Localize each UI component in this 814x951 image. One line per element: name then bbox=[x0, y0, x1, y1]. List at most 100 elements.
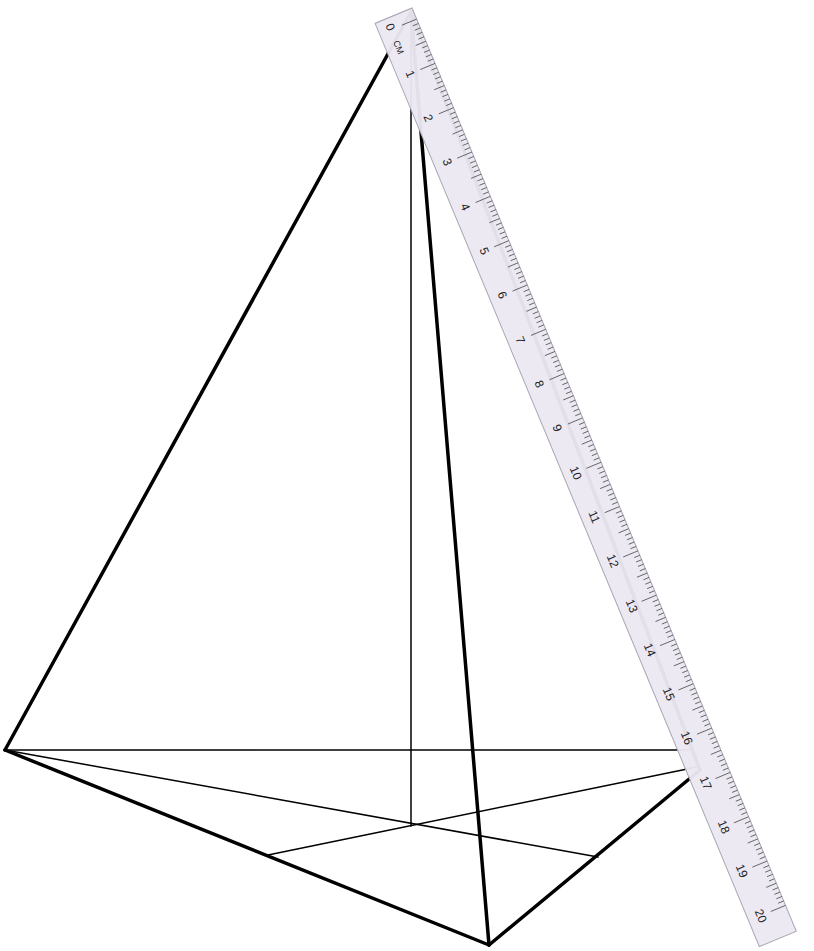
tick-mark bbox=[612, 502, 618, 504]
tick-mark bbox=[579, 422, 585, 424]
tick-mark bbox=[581, 427, 587, 429]
tick-mark bbox=[524, 289, 530, 291]
tick-mark bbox=[548, 347, 554, 349]
tick-mark bbox=[704, 724, 710, 726]
tick-mark bbox=[750, 834, 756, 836]
tick-mark bbox=[619, 529, 629, 533]
tick-mark bbox=[471, 174, 481, 178]
tick-mark bbox=[537, 320, 543, 322]
tick-mark bbox=[754, 843, 760, 845]
tick-mark bbox=[647, 586, 653, 588]
tick-mark bbox=[645, 582, 651, 584]
tick-mark bbox=[699, 710, 705, 712]
tick-mark bbox=[620, 520, 626, 522]
tick-mark bbox=[691, 693, 697, 695]
tick-mark bbox=[680, 666, 686, 668]
tick-mark bbox=[435, 77, 441, 79]
tick-mark bbox=[418, 37, 424, 39]
tick-mark bbox=[749, 830, 755, 832]
tick-mark bbox=[489, 205, 495, 207]
tick-mark bbox=[563, 396, 573, 400]
tick-mark bbox=[573, 409, 579, 411]
tick-mark bbox=[496, 223, 502, 225]
tick-mark bbox=[444, 99, 450, 101]
tick-mark bbox=[656, 608, 662, 610]
tick-mark bbox=[479, 183, 485, 185]
tick-mark bbox=[586, 462, 601, 468]
tick-mark bbox=[431, 68, 437, 70]
tick-mark bbox=[446, 103, 452, 105]
tick-mark bbox=[621, 524, 627, 526]
tick-mark bbox=[472, 165, 478, 167]
tick-mark bbox=[763, 865, 769, 867]
tick-mark bbox=[422, 46, 428, 48]
tick-mark bbox=[627, 538, 633, 540]
tick-mark bbox=[778, 901, 784, 903]
tick-mark bbox=[433, 72, 439, 74]
tick-mark bbox=[575, 413, 581, 415]
tick-mark bbox=[719, 759, 725, 761]
tick-mark bbox=[535, 316, 541, 318]
tick-mark bbox=[477, 179, 483, 181]
tick-mark bbox=[738, 803, 744, 805]
tick-mark bbox=[597, 467, 603, 469]
tick-mark bbox=[498, 227, 504, 229]
tick-mark bbox=[769, 879, 775, 881]
tick-mark bbox=[629, 542, 635, 544]
tick-mark bbox=[653, 600, 659, 602]
tick-mark bbox=[474, 170, 480, 172]
tick-mark bbox=[516, 272, 522, 274]
tick-mark bbox=[455, 125, 461, 127]
ruler bbox=[375, 8, 796, 947]
median-line bbox=[5, 750, 598, 857]
tick-mark bbox=[631, 546, 637, 548]
tick-mark bbox=[594, 458, 600, 460]
tick-mark bbox=[590, 449, 596, 451]
tick-mark bbox=[560, 378, 566, 380]
tick-mark bbox=[529, 303, 535, 305]
tick-mark bbox=[603, 480, 609, 482]
tick-mark bbox=[600, 484, 610, 488]
tick-mark bbox=[511, 258, 517, 260]
tick-mark bbox=[527, 298, 533, 300]
tick-mark bbox=[582, 440, 592, 444]
tick-mark bbox=[675, 653, 681, 655]
tick-mark bbox=[728, 781, 734, 783]
tick-mark bbox=[682, 670, 688, 672]
tick-mark bbox=[452, 117, 458, 119]
tick-mark bbox=[570, 400, 576, 402]
tick-mark bbox=[649, 591, 655, 593]
tick-mark bbox=[662, 622, 668, 624]
tick-mark bbox=[453, 130, 463, 134]
tick-mark bbox=[450, 112, 456, 114]
tick-mark bbox=[747, 826, 753, 828]
tick-mark bbox=[729, 795, 739, 799]
tick-mark bbox=[601, 476, 607, 478]
tick-mark bbox=[734, 817, 749, 823]
tick-mark bbox=[525, 294, 531, 296]
tick-mark bbox=[671, 644, 677, 646]
tick-mark bbox=[549, 374, 564, 380]
tick-mark bbox=[526, 307, 536, 311]
tick-mark bbox=[417, 32, 423, 34]
tick-mark bbox=[564, 387, 570, 389]
tick-mark bbox=[692, 706, 702, 710]
tick-mark bbox=[545, 351, 555, 355]
tick-mark bbox=[616, 511, 622, 513]
tick-mark bbox=[492, 214, 498, 216]
tick-mark bbox=[428, 59, 434, 61]
ruler-ticks bbox=[402, 19, 786, 911]
tick-mark bbox=[459, 134, 465, 136]
height-line bbox=[410, 14, 412, 826]
tick-mark bbox=[642, 595, 657, 601]
tick-mark bbox=[588, 444, 594, 446]
tick-mark bbox=[441, 90, 447, 92]
tick-mark bbox=[748, 839, 758, 843]
tick-mark bbox=[634, 555, 640, 557]
tick-mark bbox=[544, 338, 550, 340]
tick-mark bbox=[727, 777, 733, 779]
pyramid-edge bbox=[5, 750, 489, 945]
tick-mark bbox=[610, 498, 616, 500]
tick-mark bbox=[690, 688, 696, 690]
